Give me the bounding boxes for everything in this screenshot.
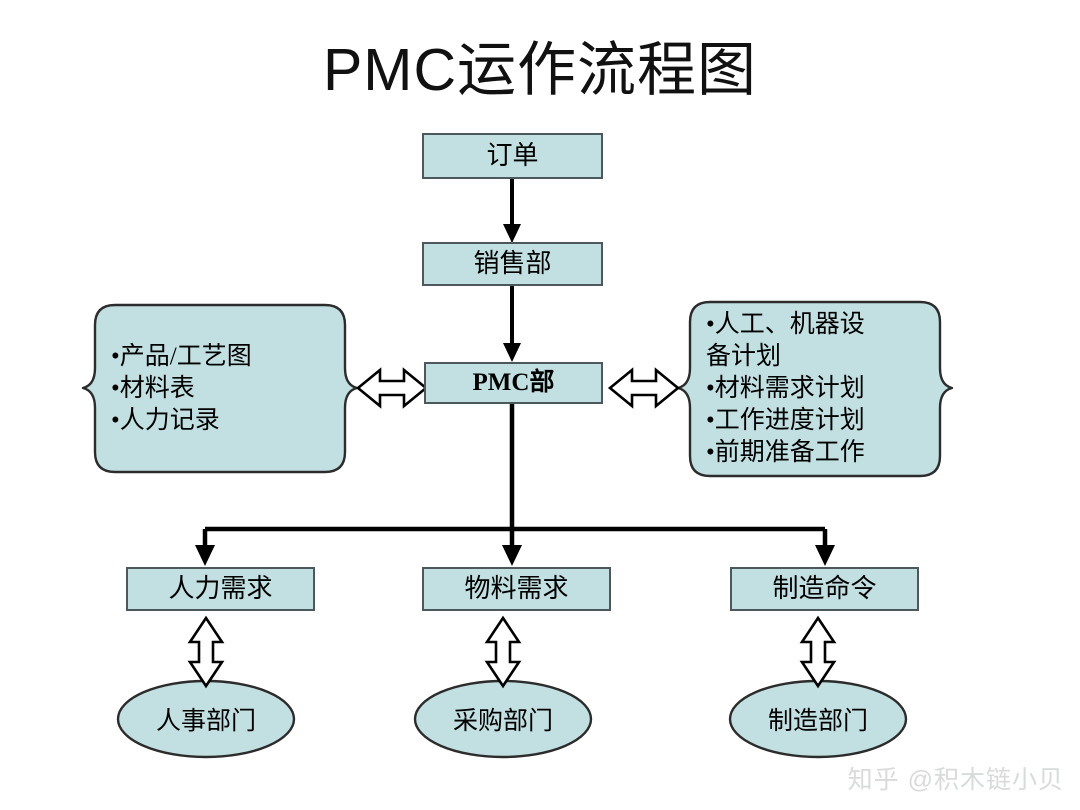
inputs-brace-shape [81,303,359,474]
node-manu-dept[interactable]: 制造部门 [730,681,906,757]
node-inputs-label: •产品/工艺图 •材料表 •人力记录 [111,342,252,434]
edge-pmc-outputs-double-arrow [607,367,681,409]
node-sales[interactable]: 销售部 [422,242,603,286]
edge-sales-to-pmc [503,285,521,362]
node-purchase-dept[interactable]: 采购部门 [415,681,591,757]
node-purchase-dept-label: 采购部门 [452,708,553,735]
edge-manpower-hrdept-double-arrow [187,615,225,689]
node-outputs[interactable]: •人工、机器设 备计划 •材料需求计划 •工作进度计划 •前期准备工作 [690,302,940,476]
node-production-label: 制造命令 [772,573,877,603]
edge-inputs-pmc-double-arrow [355,367,429,409]
outputs-brace-shape [676,300,954,478]
node-material[interactable]: 物料需求 [422,567,611,611]
watermark: 知乎 @积木链小贝 [847,766,1064,794]
edge-production-manudept-double-arrow [799,615,837,689]
edge-material-purchasedept-double-arrow [484,615,522,689]
node-manpower-label: 人力需求 [168,573,273,603]
node-manu-dept-label: 制造部门 [767,708,868,735]
edge-order-to-sales [503,178,521,243]
node-pmc-label: PMC部 [472,369,555,397]
node-outputs-label: •人工、机器设 备计划 •材料需求计划 •工作进度计划 •前期准备工作 [706,311,865,466]
node-hr-dept-label: 人事部门 [155,708,256,735]
node-material-label: 物料需求 [464,573,569,603]
edge-pmc-to-bottom-bus [195,403,835,566]
page-title: PMC运作流程图 [322,37,758,103]
node-manpower[interactable]: 人力需求 [126,567,315,611]
node-hr-dept[interactable]: 人事部门 [118,681,294,757]
node-pmc[interactable]: PMC部 [424,362,603,404]
node-order[interactable]: 订单 [422,133,603,179]
node-sales-label: 销售部 [473,248,552,278]
node-order-label: 订单 [486,140,539,170]
node-production[interactable]: 制造命令 [730,567,919,611]
node-inputs[interactable]: •产品/工艺图 •材料表 •人力记录 [95,305,345,472]
